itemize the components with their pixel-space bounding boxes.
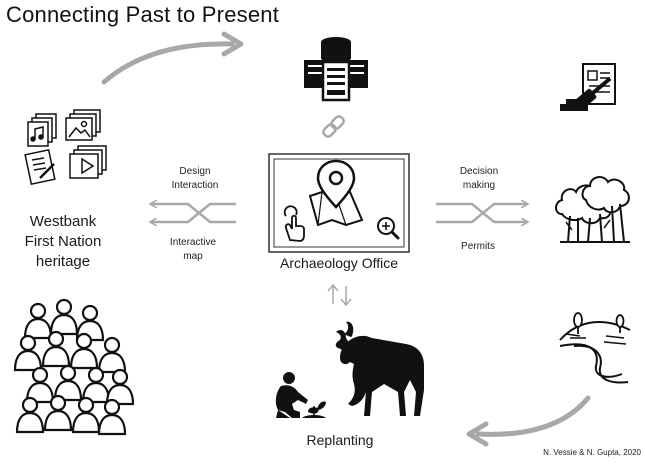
person-figure xyxy=(69,332,99,370)
replanting-label: Replanting xyxy=(306,432,374,448)
map-pin-icon xyxy=(308,159,364,227)
credit-text: N. Vessie & N. Gupta, 2020 xyxy=(543,448,641,457)
touch-hand-icon xyxy=(283,205,305,242)
person-figure xyxy=(25,366,55,404)
person-figure xyxy=(49,298,79,336)
bottom-curved-arrow xyxy=(466,395,591,447)
community-people-icon xyxy=(13,298,135,436)
left-crossing-arrows xyxy=(152,204,236,222)
archaeology-office-label: Archaeology Office xyxy=(279,255,399,271)
design-interaction-label: Design Interaction xyxy=(160,165,230,193)
permits-label: Permits xyxy=(461,241,495,252)
right-crossing-arrows xyxy=(436,204,526,222)
heritage-line-3: heritage xyxy=(35,253,91,270)
person-figure xyxy=(97,398,127,436)
database-server-icon xyxy=(304,37,368,102)
person-figure xyxy=(41,330,71,368)
person-figure xyxy=(97,336,127,374)
person-figure xyxy=(105,368,135,406)
decision-text: Decision xyxy=(459,166,499,177)
top-curved-arrow xyxy=(101,31,244,85)
moose-icon xyxy=(335,321,424,416)
vertical-double-arrows xyxy=(327,283,352,307)
heritage-line-2: First Nation xyxy=(24,233,102,250)
map-text: map xyxy=(183,251,203,262)
design-text: Design xyxy=(179,166,211,177)
gavel-document-icon xyxy=(560,63,616,111)
gardener-icon xyxy=(275,372,326,418)
person-figure xyxy=(81,366,111,404)
heritage-line-1: Westbank xyxy=(29,213,97,230)
interaction-text: Interaction xyxy=(171,180,219,191)
zoom-in-icon xyxy=(377,217,400,240)
person-figure xyxy=(23,302,53,340)
link-icon xyxy=(322,115,345,138)
person-figure xyxy=(13,334,43,372)
person-figure xyxy=(15,396,45,434)
heritage-label: Westbank First Nation heritage xyxy=(10,212,116,272)
person-figure xyxy=(43,394,73,432)
person-figure xyxy=(71,396,101,434)
landscape-road-icon xyxy=(559,312,631,384)
person-figure xyxy=(53,364,83,402)
decision-making-label: Decision making xyxy=(444,165,514,193)
forest-icon xyxy=(555,176,630,243)
making-text: making xyxy=(462,180,496,191)
interactive-map-label: Interactive map xyxy=(158,236,228,264)
page-title: Connecting Past to Present xyxy=(6,2,280,27)
interactive-text: Interactive xyxy=(169,237,217,248)
media-files-icon xyxy=(24,109,107,186)
